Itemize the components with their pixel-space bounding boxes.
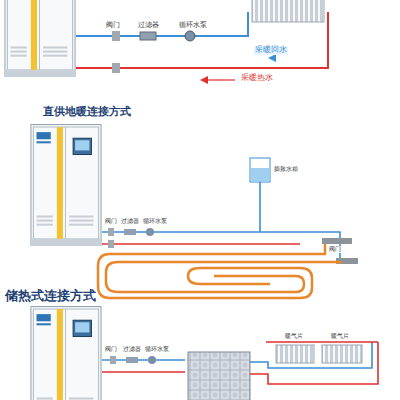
part-label: 暖气片 xyxy=(284,333,304,340)
part-label: 循环水泵 xyxy=(178,22,208,30)
part-label: 阀门 xyxy=(105,22,121,30)
section-title: 储热式连接方式 xyxy=(4,289,97,303)
part-label: 过滤器 xyxy=(137,22,160,30)
part-label: 过滤器 xyxy=(120,218,140,225)
part-label: 暖气片 xyxy=(330,333,350,340)
part-label: 采暖热水 xyxy=(240,74,274,83)
section-title: 直供地暖连接方式 xyxy=(42,106,132,118)
part-label: 循环水泵 xyxy=(144,346,170,353)
part-label: 阀门 xyxy=(104,346,118,353)
part-label: 膨胀水箱 xyxy=(273,166,299,173)
part-label: 阀门 xyxy=(104,218,118,225)
part-label: 采暖回水 xyxy=(254,46,288,55)
part-label: 过滤器 xyxy=(122,346,142,353)
part-label: 循环水泵 xyxy=(142,218,168,225)
part-label: 阀门 xyxy=(328,246,342,253)
